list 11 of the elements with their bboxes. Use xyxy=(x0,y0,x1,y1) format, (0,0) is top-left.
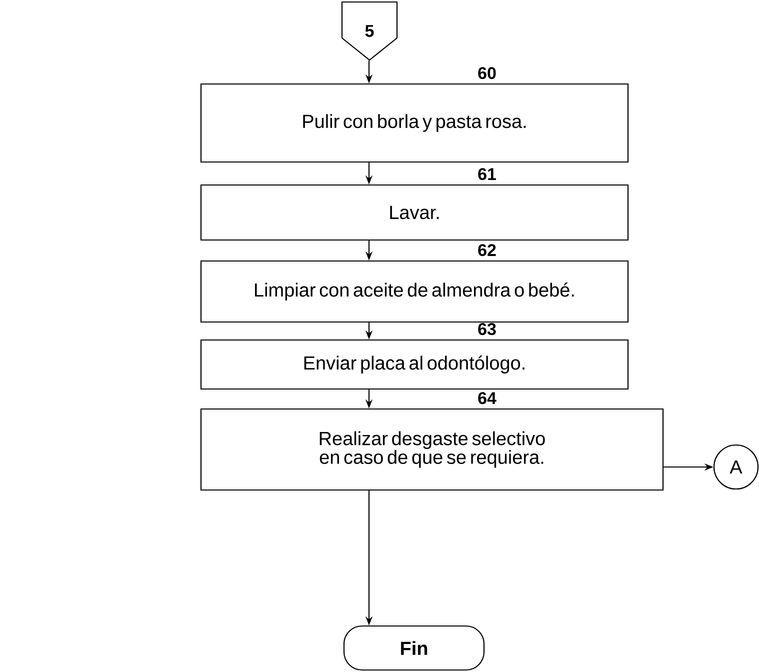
step-number: 63 xyxy=(478,323,496,336)
off-page-connector: 5 xyxy=(341,1,398,61)
step-number: 62 xyxy=(478,244,496,256)
process-box: Enviar placa al odontólogo. xyxy=(200,339,629,390)
process-box: Realizar desgaste selectivo en caso de que se requiera. xyxy=(200,408,664,491)
process-box: Pulir con borla y pasta rosa. xyxy=(200,83,629,163)
step-number: 60 xyxy=(478,67,496,80)
process-box: Lavar. xyxy=(200,184,629,241)
process-box: Limpiar con aceite de almendra o bebé. xyxy=(200,260,629,323)
step-number: 61 xyxy=(478,168,496,180)
step-number: 64 xyxy=(478,392,496,404)
